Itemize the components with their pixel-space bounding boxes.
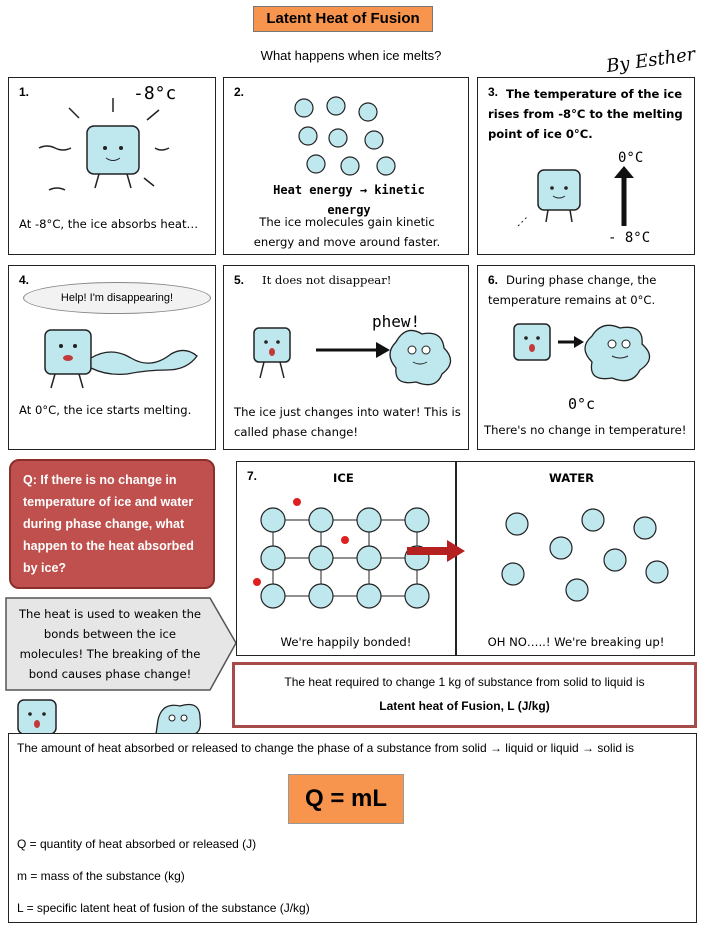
panel-number: 1. bbox=[19, 85, 30, 99]
definition-line-2: Latent heat of Fusion, L (J/kg) bbox=[379, 699, 550, 713]
panel-caption: The temperature of the ice rises from -8… bbox=[488, 87, 683, 141]
top-temperature: 0°C bbox=[618, 150, 644, 166]
temperature-label: -8°c bbox=[133, 83, 177, 104]
panel-7: 7. ICE WATER We're happily bonded! OH NO… bbox=[236, 461, 695, 656]
ice-cube-absorbing-heat-illustration bbox=[38, 98, 170, 191]
panel-2: 2. Heat energy → kinetic energy The ice … bbox=[223, 77, 469, 255]
water-caption: OH NO…..! We're breaking up! bbox=[487, 635, 665, 649]
constant-temperature-illustration bbox=[513, 323, 651, 382]
energy-conversion-label: Heat energy → kinetic energy bbox=[273, 183, 425, 217]
panel-caption: At -8°C, the ice absorbs heat… bbox=[19, 217, 199, 231]
intro-text: The amount of heat absorbed or released … bbox=[17, 741, 635, 755]
panel-4: 4. Help! I'm disappearing! At 0°C, the i… bbox=[8, 265, 216, 450]
page-title: Latent Heat of Fusion bbox=[253, 6, 433, 32]
ice-to-water-illustration bbox=[253, 327, 452, 386]
panel-1: 1. -8°c At -8°C, the ice absorbs heat… bbox=[8, 77, 216, 255]
panel-number: 3. bbox=[488, 85, 499, 99]
panel-5: 5. It does not disappear! phew! The ice … bbox=[223, 265, 469, 450]
l-definition: L = specific latent heat of fusion of th… bbox=[17, 901, 310, 915]
breaking-bonds-arrow bbox=[407, 540, 465, 562]
subtitle: What happens when ice melts? bbox=[260, 48, 442, 63]
speech-bubble: Help! I'm disappearing! bbox=[23, 282, 211, 314]
ice-caption: We're happily bonded! bbox=[280, 635, 412, 649]
question-box: Q: If there is no change in temperature … bbox=[9, 459, 215, 589]
panel-number: 4. bbox=[19, 273, 30, 287]
definition-box: The heat required to change 1 kg of subs… bbox=[232, 662, 697, 728]
panel-number: 7. bbox=[247, 469, 258, 483]
temperature-label: 0°c bbox=[568, 395, 596, 413]
q-definition: Q = quantity of heat absorbed or release… bbox=[17, 837, 257, 851]
bonded-molecules-illustration bbox=[253, 498, 430, 609]
answer-text: The heat is used to weaken the bonds bet… bbox=[18, 607, 202, 681]
water-character-illustration bbox=[155, 703, 202, 735]
free-molecules-illustration bbox=[501, 508, 669, 602]
ice-label: ICE bbox=[333, 471, 354, 485]
panel-number: 2. bbox=[234, 85, 245, 99]
definition-line-1: The heat required to change 1 kg of subs… bbox=[284, 675, 645, 689]
formula-box: Q = mL bbox=[288, 774, 404, 824]
moving-molecules-illustration bbox=[294, 96, 396, 176]
panel-number: 6. bbox=[488, 273, 499, 287]
rising-temperature-arrow-illustration bbox=[517, 166, 634, 227]
panel-caption: The ice just changes into water! This is… bbox=[234, 405, 461, 439]
m-definition: m = mass of the substance (kg) bbox=[17, 869, 185, 883]
panel-3: 3. The temperature of the ice rises from… bbox=[477, 77, 695, 255]
melting-ice-illustration bbox=[44, 329, 198, 389]
no-change-text: There's no change in temperature! bbox=[484, 423, 687, 437]
answer-arrow-shape bbox=[5, 597, 237, 691]
phew-label: phew! bbox=[372, 312, 421, 331]
panel-caption: At 0°C, the ice starts melting. bbox=[19, 403, 192, 417]
panel-caption: During phase change, the temperature rem… bbox=[488, 273, 657, 307]
panel-divider bbox=[455, 462, 457, 655]
formula-panel: The amount of heat absorbed or released … bbox=[8, 733, 697, 923]
ice-character-illustration bbox=[17, 699, 57, 735]
bottom-temperature: - 8°C bbox=[608, 230, 651, 246]
water-label: WATER bbox=[549, 471, 595, 485]
panel-caption: The ice molecules gain kinetic energy an… bbox=[253, 215, 441, 249]
panel-heading: It does not disappear! bbox=[262, 273, 392, 287]
panel-6: 6. During phase change, the temperature … bbox=[477, 265, 695, 450]
panel-number: 5. bbox=[234, 273, 245, 287]
